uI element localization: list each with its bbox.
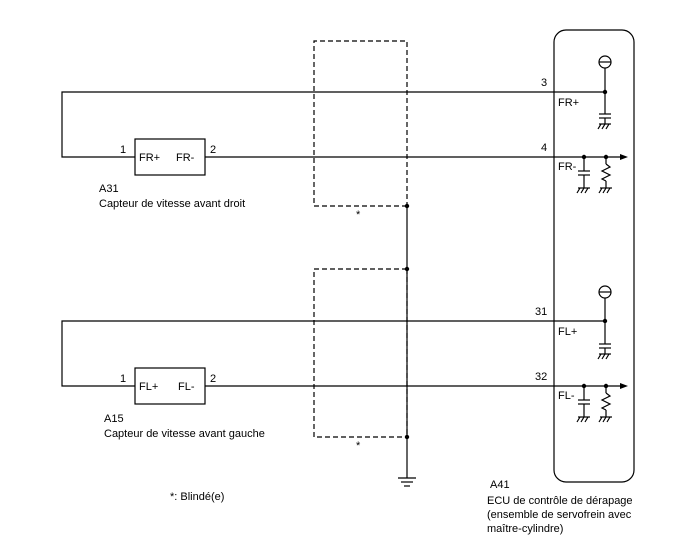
sensor-a31-pin2: 2 xyxy=(210,144,216,156)
sensor-a31-description: Capteur de vitesse avant droit xyxy=(99,198,245,210)
ecu-name-line3: maître-cylindre) xyxy=(487,523,563,535)
wire-fl-plus xyxy=(61,320,605,387)
sensor-a31-id: A31 xyxy=(99,183,119,195)
junction-dots xyxy=(404,89,609,440)
shield-mark-lower: * xyxy=(356,440,361,452)
wire-fr-plus xyxy=(61,91,605,158)
arrow-fr-minus-icon xyxy=(620,154,628,160)
sensor-a31-term-plus: FR+ xyxy=(139,152,160,164)
shield-upper xyxy=(313,40,408,207)
ecu-pin-3-label: FR+ xyxy=(558,97,579,109)
ecu-pin-4: 4 xyxy=(541,142,547,154)
sensor-a15-id: A15 xyxy=(104,413,124,425)
sensor-a31-term-minus: FR- xyxy=(176,152,195,164)
ecu-fl-minus-filter-icon xyxy=(576,386,612,423)
ecu-pin-31-label: FL+ xyxy=(558,326,577,338)
sensor-a15-term-minus: FL- xyxy=(178,381,195,393)
ecu-name-line1: ECU de contrôle de dérapage xyxy=(487,495,633,507)
ecu-fr-minus-filter-icon xyxy=(576,157,612,194)
sensor-a31-pin1: 1 xyxy=(120,144,126,156)
ecu-name-line2: (ensemble de servofrein avec xyxy=(487,509,632,521)
ecu-a41-box xyxy=(553,29,635,483)
ecu-pin-32: 32 xyxy=(535,371,547,383)
arrow-fl-minus-icon xyxy=(620,383,628,389)
ecu-pin-3: 3 xyxy=(541,77,547,89)
ecu-pin-4-label: FR- xyxy=(558,161,577,173)
shield-lower xyxy=(313,268,407,438)
sensor-a15-box xyxy=(134,367,206,405)
sensor-a15-description: Capteur de vitesse avant gauche xyxy=(104,428,265,440)
shield-note: *: Blindé(e) xyxy=(170,491,224,503)
ecu-id: A41 xyxy=(490,479,510,491)
shield-mark-upper: * xyxy=(356,209,361,221)
sensor-a31-box xyxy=(134,138,206,176)
ecu-pin-32-label: FL- xyxy=(558,390,575,402)
sensor-a15-term-plus: FL+ xyxy=(139,381,158,393)
sensor-a15-pin2: 2 xyxy=(210,373,216,385)
shield-ground-icon xyxy=(398,477,416,487)
sensor-a15-pin1: 1 xyxy=(120,373,126,385)
ecu-pin-31: 31 xyxy=(535,306,547,318)
